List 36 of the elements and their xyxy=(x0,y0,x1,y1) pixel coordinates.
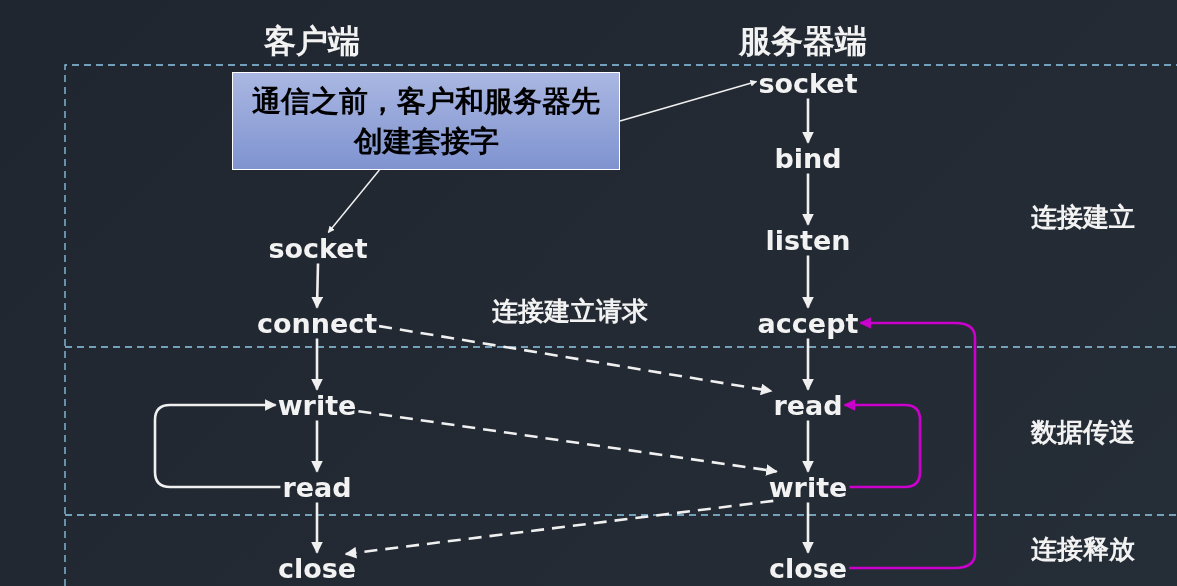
function-label: bind xyxy=(772,142,844,174)
function-label: read xyxy=(771,389,845,421)
arrow xyxy=(802,98,814,144)
arrow xyxy=(802,420,814,473)
arrow xyxy=(327,169,381,234)
dashed-arrow xyxy=(344,499,774,559)
function-label: read xyxy=(280,471,354,503)
arrow xyxy=(311,263,324,309)
function-label: write xyxy=(766,471,850,503)
column-heading: 服务器端 xyxy=(739,21,867,62)
loop-arrow xyxy=(153,399,281,489)
phase-label: 连接释放 xyxy=(1031,532,1135,566)
arrow xyxy=(619,79,758,122)
arrow xyxy=(802,255,814,309)
function-label: write xyxy=(275,389,359,421)
arrow xyxy=(311,502,323,554)
arrow xyxy=(802,502,814,554)
phase-label: 连接建立 xyxy=(1031,200,1135,234)
function-label: listen xyxy=(763,224,853,256)
dashed-arrow xyxy=(378,324,773,396)
function-label: close xyxy=(766,552,850,584)
function-label: socket xyxy=(266,232,370,264)
arrow xyxy=(311,420,323,473)
column-heading: 客户端 xyxy=(264,21,360,62)
loop-arrow xyxy=(849,317,977,570)
arrow xyxy=(802,173,814,226)
arrow xyxy=(802,338,814,391)
dashed-arrow xyxy=(358,409,778,476)
loop-arrow xyxy=(843,399,922,489)
function-label: close xyxy=(275,552,359,584)
arrow xyxy=(311,338,323,391)
function-label: socket xyxy=(756,67,860,99)
function-label: connect xyxy=(254,307,380,339)
callout-box: 通信之前，客户和服务器先创建套接字 xyxy=(232,72,620,170)
phase-label: 数据传送 xyxy=(1031,415,1135,449)
function-label: accept xyxy=(755,307,861,339)
